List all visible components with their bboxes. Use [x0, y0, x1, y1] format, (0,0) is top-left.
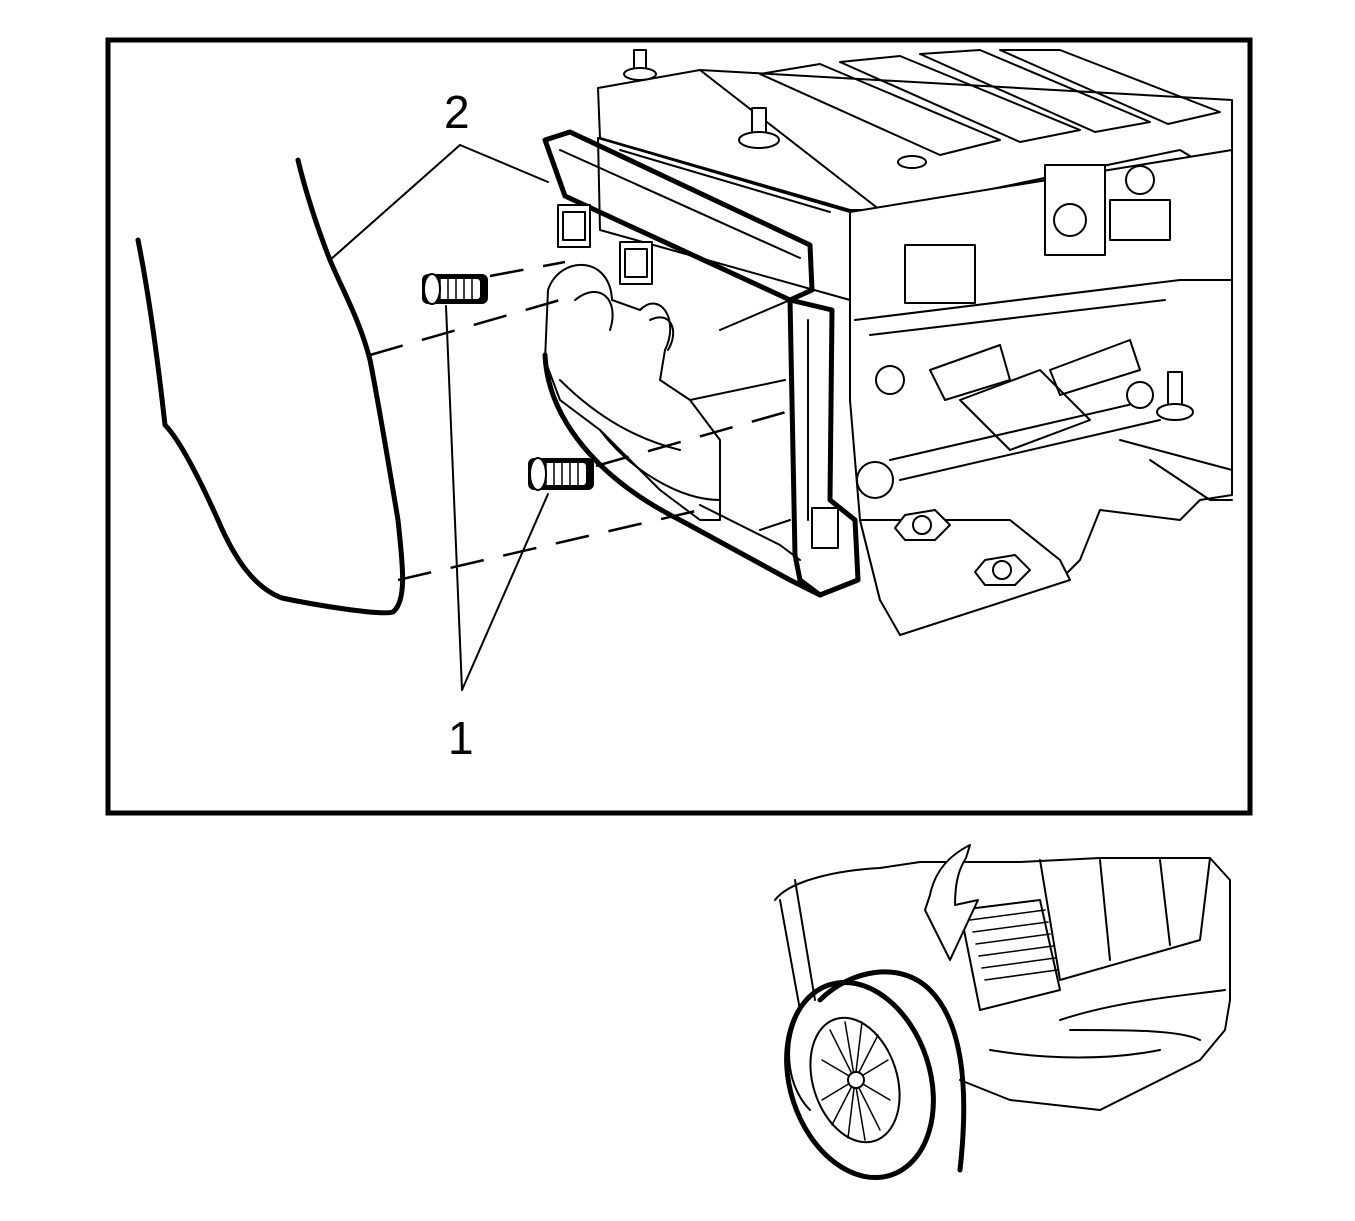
top-stud-1 — [623, 49, 657, 81]
seal-gasket — [135, 157, 406, 616]
locator-inset-vehicle — [774, 844, 1231, 1181]
fastener-upper — [422, 273, 488, 305]
top-stud-2 — [738, 107, 780, 149]
callout-label-1: 1 — [448, 712, 474, 764]
detail-frame — [105, 37, 1253, 816]
battery-assembly — [597, 49, 1233, 636]
callout-label-2: 2 — [444, 86, 470, 138]
cover-assembly — [542, 129, 861, 598]
alignment-lines — [369, 260, 801, 582]
base-bolt-1 — [894, 509, 951, 541]
callout-leaders — [329, 144, 549, 691]
fastener-lower — [528, 457, 594, 491]
base-bolt-2 — [974, 554, 1031, 586]
